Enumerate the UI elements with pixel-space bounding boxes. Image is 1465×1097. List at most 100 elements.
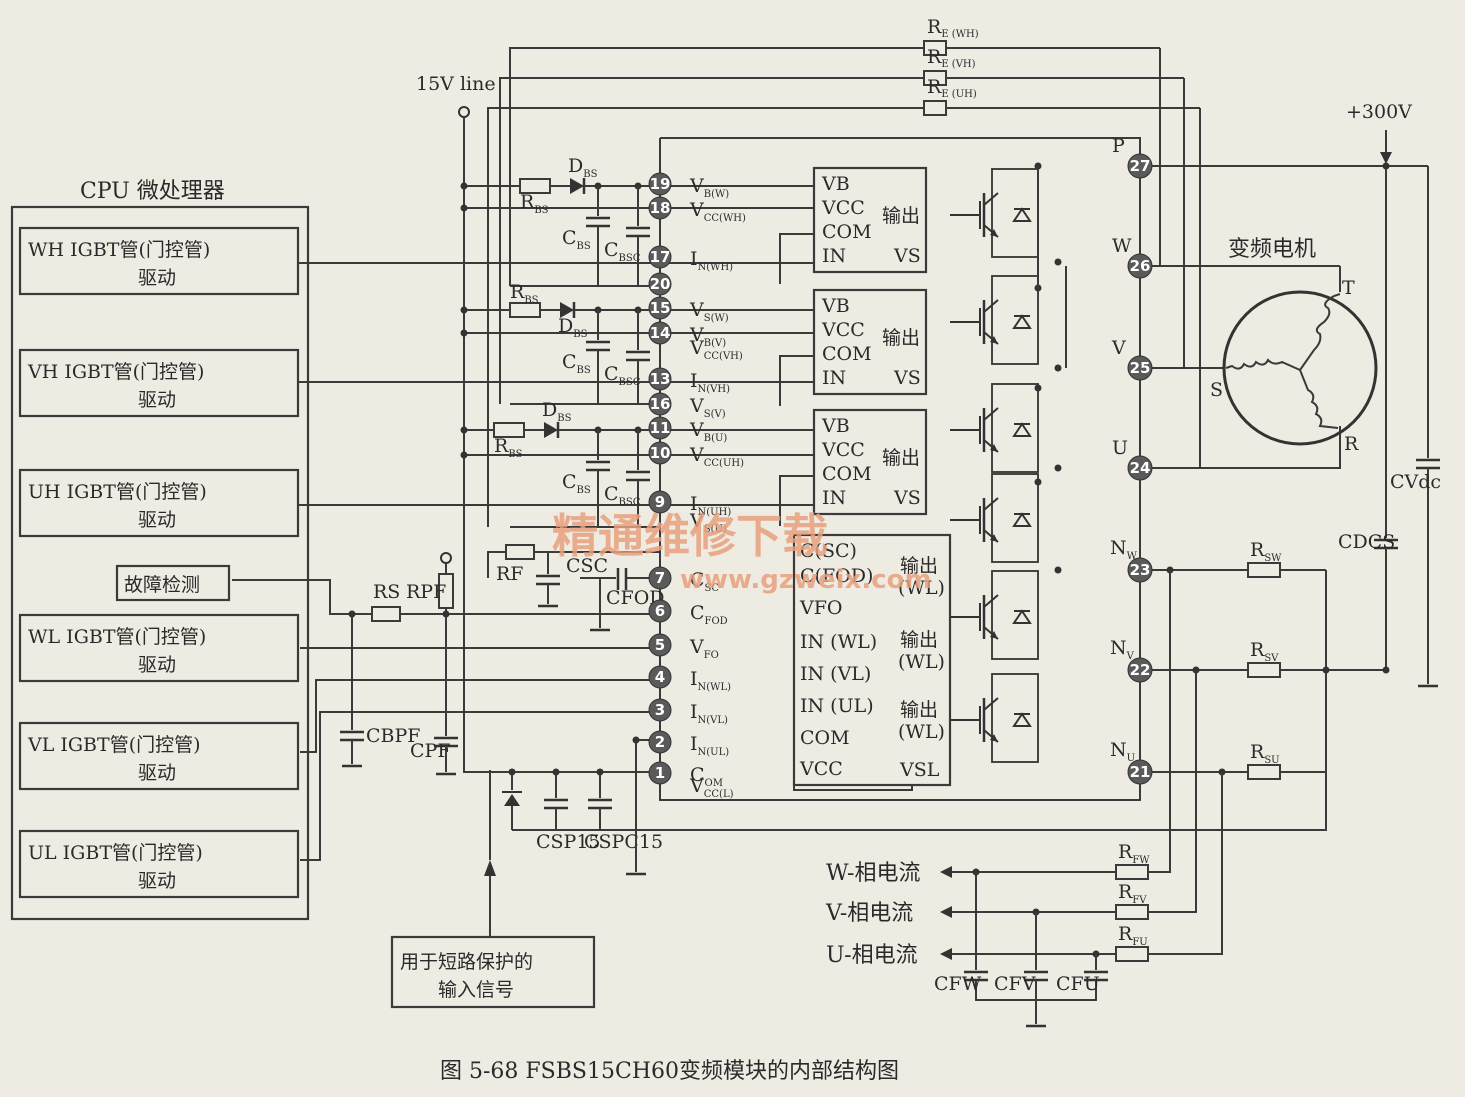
cvdc-label: CVdc — [1390, 471, 1441, 493]
cpu-title: CPU 微处理器 — [80, 179, 225, 204]
left-pin-num-6: 6 — [655, 602, 665, 620]
left-pin-13 — [648, 367, 672, 391]
left-pin-num-14: 14 — [650, 324, 671, 342]
rpf-label: RPF — [406, 581, 446, 603]
left-pin-19 — [648, 172, 672, 196]
lvic-out-2: 输出 — [900, 629, 938, 651]
lvic-out-1: (WL) — [898, 577, 945, 599]
left-pin-label-4: VS(W) — [689, 299, 729, 324]
left-pin-3 — [648, 698, 672, 722]
right-pin-label-23: NW — [1110, 537, 1138, 562]
rfw-resistor — [1115, 864, 1149, 880]
left-pin-label-2: IN(WH) — [690, 248, 733, 273]
rsv-resistor — [1247, 662, 1281, 678]
hvic-vb-1: VB — [821, 295, 850, 317]
lvic-out-4: 输出 — [900, 699, 938, 721]
rfu-label: RFU — [1118, 923, 1148, 948]
hvic-out-2: 输出 — [882, 447, 920, 469]
cfu-label: CFU — [1056, 973, 1100, 995]
left-pin-num-5: 5 — [655, 636, 665, 654]
motor-t-label: T — [1342, 277, 1355, 299]
hvic-box-2 — [812, 408, 928, 516]
driver-box-2 — [18, 468, 300, 538]
left-pin-1 — [648, 761, 672, 785]
left-pin-label-8: VS(V) — [689, 395, 726, 420]
left-pin-label-16: IN(WL) — [690, 668, 731, 693]
rsv-label: RSV — [1250, 639, 1279, 664]
phase-output-1: V-相电流 — [825, 901, 913, 926]
hvic-out-0: 输出 — [882, 205, 920, 227]
igbt-2 — [950, 383, 1039, 473]
lvic-line-1: C(FOD) — [800, 565, 873, 587]
left-pin-num-4: 4 — [655, 668, 665, 686]
left-pin-14 — [648, 321, 672, 345]
left-pin-num-9: 9 — [655, 493, 665, 511]
hvic-box-1 — [812, 288, 928, 396]
cbsc-label-0: CBSC — [604, 239, 641, 264]
fault-detect-label: 故障检测 — [124, 574, 200, 596]
right-pin-num-25: 25 — [1130, 359, 1151, 377]
left-pin-label-19: COM — [690, 764, 723, 789]
left-pin-7 — [648, 566, 672, 590]
short-protect-line2: 输入信号 — [438, 979, 514, 1001]
left-pin-16 — [648, 392, 672, 416]
hvic-in-0: IN — [822, 245, 846, 267]
watermark-cn: 精通维修下载 — [552, 509, 828, 563]
right-pin-26 — [1127, 253, 1153, 279]
hvic-in-2: IN — [822, 487, 846, 509]
right-pin-23 — [1127, 557, 1153, 583]
left-pin-2 — [648, 730, 672, 754]
motor-r-label: R — [1344, 433, 1359, 455]
rf-resistor — [505, 544, 535, 560]
right-pin-label-27: P — [1112, 135, 1125, 157]
figure-caption: 图 5-68 FSBS15CH60变频模块的内部结构图 — [440, 1059, 899, 1084]
csp15-label: CSP15 — [536, 831, 601, 853]
igbt-0 — [950, 168, 1039, 258]
left-pin-num-7: 7 — [655, 569, 665, 587]
hvic-vs-0: VS — [893, 245, 921, 267]
cspc15-label: CSPC15 — [584, 831, 663, 853]
re-vh-label: RE (VH) — [927, 46, 976, 70]
right-pin-num-21: 21 — [1130, 763, 1151, 781]
left-pin-18 — [648, 196, 672, 220]
left-pin-num-3: 3 — [655, 701, 665, 719]
rs-resistor — [371, 606, 401, 622]
cpf-label: CPF — [410, 740, 451, 762]
cfw-label: CFW — [934, 973, 982, 995]
left-pin-label-7: IN(VH) — [690, 370, 730, 395]
rf-label: RF — [496, 563, 524, 585]
csc-label: CSC — [566, 555, 608, 577]
left-pin-label-1: VCC(WH) — [689, 199, 746, 224]
igbt-5 — [950, 673, 1039, 763]
right-pin-num-24: 24 — [1130, 459, 1151, 477]
left-pin-11 — [648, 416, 672, 440]
left-pin-10 — [648, 441, 672, 465]
re-wh-label: RE (WH) — [927, 16, 979, 40]
re-vh-resistor — [923, 70, 947, 86]
dbs-label-1: DBS — [558, 315, 588, 340]
rfv-label: RFV — [1118, 881, 1147, 906]
hvic-vb-2: VB — [821, 415, 850, 437]
hvic-vb-0: VB — [821, 173, 850, 195]
rbs-label-2: RBS — [494, 435, 523, 460]
hvic-out-1: 输出 — [882, 327, 920, 349]
lvic-line-2: VFO — [799, 597, 842, 619]
driver-box-0 — [18, 226, 300, 296]
lvic-line-4: IN (VL) — [800, 663, 871, 685]
driver-line2-1: 驱动 — [138, 389, 176, 411]
motor-s-label: S — [1210, 379, 1223, 401]
igbt-4 — [950, 570, 1039, 660]
cbs-label-0: CBS — [562, 227, 591, 252]
rsu-label: RSU — [1250, 741, 1280, 766]
rbs-label-1: RBS — [510, 281, 539, 306]
right-pin-label-22: NV — [1110, 637, 1135, 662]
left-pin-num-17: 17 — [650, 248, 671, 266]
left-pin-label-15: VFO — [689, 636, 719, 661]
right-pin-num-26: 26 — [1130, 257, 1151, 275]
driver-line2-4: 驱动 — [138, 762, 176, 784]
driver-line2-3: 驱动 — [138, 654, 176, 676]
short-protect-box — [390, 935, 596, 1009]
dbs-label-2: DBS — [542, 399, 572, 424]
left-pin-num-13: 13 — [650, 370, 671, 388]
